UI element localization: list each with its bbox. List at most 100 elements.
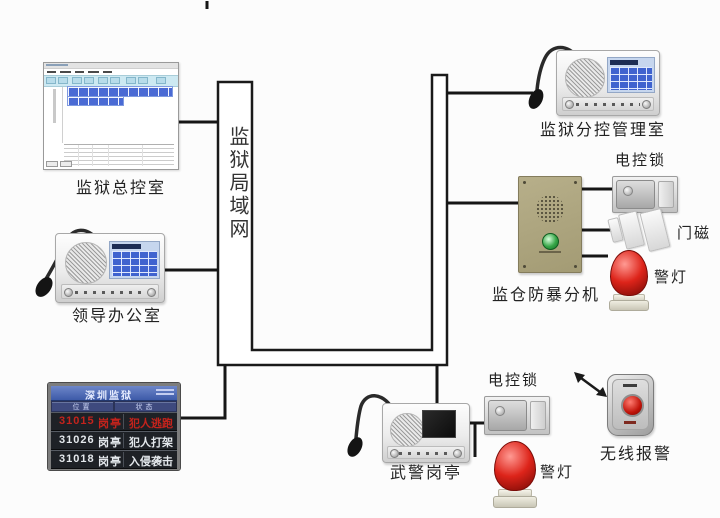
window-mini-button	[46, 161, 58, 167]
window-tree-panel	[46, 87, 63, 143]
cell-panel-device	[518, 176, 582, 273]
window-log-table	[64, 144, 174, 166]
indicator-dots	[575, 103, 641, 106]
wireless-button-face	[612, 379, 649, 430]
magnet-part	[639, 207, 671, 253]
alarm-lamp-cell-label: 警灯	[654, 270, 689, 286]
window-toolbar	[44, 75, 178, 87]
alarm-row: 31026 岗亭 犯人打架	[51, 431, 177, 450]
speaker-holes	[536, 195, 564, 223]
window-menubar	[44, 69, 178, 75]
beacon-dome	[610, 250, 648, 296]
screw	[574, 265, 577, 268]
wireless-button-caption	[623, 384, 637, 387]
alarm-event: 犯人逃跑	[129, 418, 173, 430]
alarm-display-datetime	[156, 389, 174, 397]
button-strip	[387, 446, 465, 459]
wireless-button-caption	[624, 421, 636, 424]
speaker-grille	[565, 58, 605, 98]
main-control-label: 监狱总控室	[76, 180, 167, 197]
lock-knob	[495, 406, 505, 416]
keypad	[607, 57, 655, 93]
column-status: 状态	[115, 402, 176, 411]
lan-label: 监狱局域网	[226, 126, 248, 241]
main-control-software-window	[43, 62, 179, 170]
keypad-keys	[610, 67, 652, 90]
alarm-lamp-cell-device	[607, 250, 651, 311]
alarm-event: 入侵袭击	[129, 456, 173, 468]
knob	[642, 100, 651, 109]
alarm-location: 岗亭	[98, 418, 122, 430]
sentry-mic-capsule	[347, 437, 363, 457]
window-titlebar	[44, 63, 178, 69]
alarm-event: 犯人打架	[129, 437, 173, 449]
subcontrol-mic-neck	[535, 45, 580, 92]
call-button-caption	[539, 251, 561, 253]
button-strip	[61, 284, 159, 299]
alarm-lamp-sentry-label: 警灯	[540, 465, 575, 481]
button-strip	[562, 97, 654, 111]
alarm-display-titlebar: 深圳监狱	[51, 386, 177, 402]
keypad-display	[610, 60, 638, 65]
lan-backbone	[216, 73, 449, 367]
knob	[390, 448, 399, 458]
screw	[574, 181, 577, 184]
sentry-intercom	[382, 403, 470, 463]
alarm-id: 31015	[59, 415, 95, 427]
sentry-label: 武警岗亭	[390, 465, 463, 482]
panic-button	[621, 394, 644, 417]
alarm-location: 岗亭	[98, 437, 122, 449]
alarm-row: 31018 岗亭 入侵袭击	[51, 450, 177, 469]
knob	[64, 287, 73, 297]
electric-lock-cell-device	[612, 176, 678, 213]
window-mini-button	[60, 161, 72, 167]
wireless-signal-arrow	[574, 372, 607, 397]
alarm-display-title: 深圳监狱	[85, 391, 133, 402]
speaker-grille	[390, 413, 424, 447]
beacon-base	[493, 496, 537, 508]
leader-office-label: 领导办公室	[72, 308, 163, 325]
keypad	[109, 241, 160, 279]
alarm-id: 31026	[59, 434, 95, 446]
knob	[453, 448, 462, 458]
lock-knob	[623, 186, 633, 196]
leader-office-intercom	[55, 233, 165, 303]
wireless-alarm-button	[607, 374, 654, 436]
column-location: 位置	[52, 402, 113, 411]
subcontrol-mic-capsule	[528, 89, 544, 109]
door-magnet-label: 门磁	[677, 226, 712, 242]
alarm-id: 31018	[59, 453, 95, 465]
alarm-lamp-sentry-device	[492, 441, 538, 508]
cell-panel-label: 监仓防暴分机	[492, 287, 601, 304]
alarm-location: 岗亭	[98, 456, 122, 468]
electric-lock-sentry-label: 电控锁	[488, 373, 540, 389]
knob	[565, 100, 574, 109]
leader-mic-capsule	[35, 277, 53, 297]
beacon-dome	[494, 441, 536, 491]
alarm-display-header: 位置 状态	[51, 401, 177, 412]
call-button	[542, 233, 559, 250]
mic-capsules	[35, 89, 544, 457]
intercom-screen	[422, 410, 456, 438]
extension-tiles-row2	[67, 96, 124, 106]
screw	[523, 181, 526, 184]
lock-strike	[529, 401, 546, 430]
indicator-dots	[75, 290, 145, 294]
subcontrol-intercom	[556, 50, 660, 116]
lock-body	[488, 400, 528, 431]
keypad-display	[112, 244, 142, 249]
lock-strike	[657, 181, 674, 208]
door-magnet-device	[607, 207, 672, 253]
lock-body	[616, 180, 656, 209]
alarm-row: 31015 岗亭 犯人逃跑	[51, 412, 177, 431]
beacon-base	[609, 300, 649, 311]
screw	[523, 265, 526, 268]
sentry-mic-neck	[354, 394, 394, 440]
subcontrol-label: 监狱分控管理室	[540, 122, 667, 139]
speaker-grille	[65, 242, 107, 284]
wire-monitor-lan	[180, 364, 227, 420]
alarm-display-monitor: 深圳监狱 位置 状态 31015 岗亭 犯人逃跑 31026 岗亭 犯人打架 3…	[47, 382, 181, 471]
wireless-alarm-label: 无线报警	[600, 446, 673, 463]
